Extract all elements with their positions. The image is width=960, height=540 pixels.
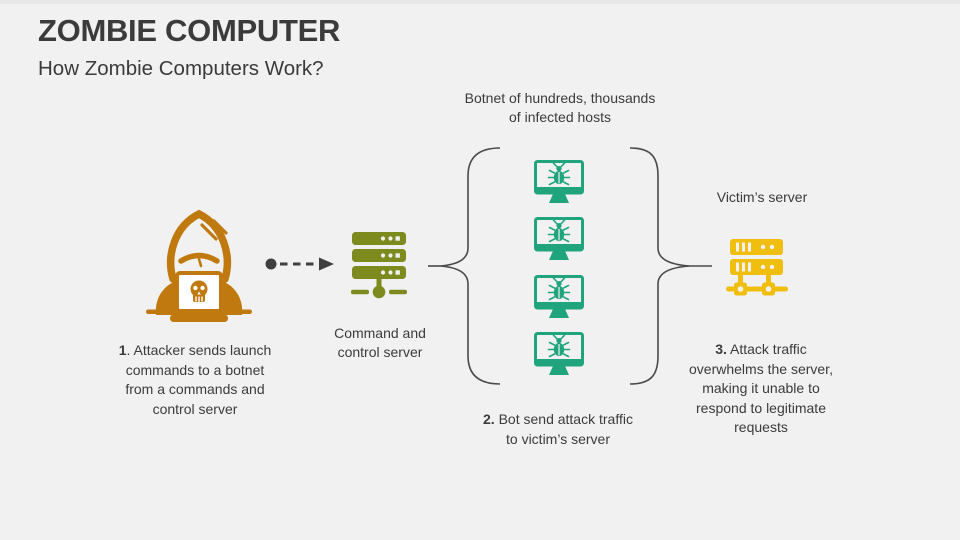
step-3-line: respond to legitimate bbox=[696, 399, 826, 416]
infected-monitor-bug-icon bbox=[534, 160, 584, 203]
left-curly-brace bbox=[428, 147, 501, 385]
step-1-line: . Attacker sends launch bbox=[126, 342, 272, 358]
step-2-line: Bot send attack traffic bbox=[494, 411, 633, 427]
command-control-server-label: Command and control server bbox=[306, 324, 454, 362]
infected-monitor-bug-icon bbox=[534, 217, 584, 260]
step-2-text: 2. Bot send attack traffic to victim’s s… bbox=[447, 410, 669, 449]
infected-monitor-bug-icon bbox=[534, 332, 584, 375]
victim-server-icon bbox=[726, 239, 788, 296]
step-1-line: from a commands and bbox=[125, 381, 265, 397]
step-2-line: to victim’s server bbox=[506, 430, 610, 447]
step-1-line: commands to a botnet bbox=[125, 361, 265, 378]
botnet-label: Botnet of hundreds, thousands of infecte… bbox=[420, 89, 700, 127]
cc-label-line: control server bbox=[337, 344, 423, 360]
page-title: ZOMBIE COMPUTER bbox=[38, 13, 341, 48]
slide-top-edge bbox=[0, 0, 960, 4]
botnet-label-line: Botnet of hundreds, thousands bbox=[464, 90, 656, 106]
step-3-line: overwhelms the server, bbox=[689, 360, 833, 377]
command-control-server-icon bbox=[351, 232, 407, 299]
step-1-line: control server bbox=[152, 400, 238, 417]
step-1-number: 1 bbox=[118, 342, 127, 358]
botnet-label-line: of infected hosts bbox=[509, 109, 611, 125]
dashed-arrow-icon bbox=[265, 257, 334, 271]
right-curly-brace bbox=[629, 147, 712, 385]
step-3-number: 3. bbox=[715, 341, 727, 357]
step-3-line: requests bbox=[734, 419, 788, 435]
step-3-line: making it unable to bbox=[702, 380, 820, 396]
step-3-text: 3. Attack traffic overwhelms the server,… bbox=[667, 340, 855, 438]
victim-server-label: Victim’s server bbox=[716, 189, 808, 205]
page-subtitle: How Zombie Computers Work? bbox=[38, 57, 324, 80]
step-3-line: Attack traffic bbox=[726, 341, 807, 357]
step-2-number: 2. bbox=[483, 411, 495, 427]
step-1-text: 1. Attacker sends launch commands to a b… bbox=[84, 341, 306, 419]
hacker-attacker-icon bbox=[146, 209, 252, 322]
infected-monitor-bug-icon bbox=[534, 275, 584, 318]
cc-label-line: Command and bbox=[334, 325, 426, 341]
